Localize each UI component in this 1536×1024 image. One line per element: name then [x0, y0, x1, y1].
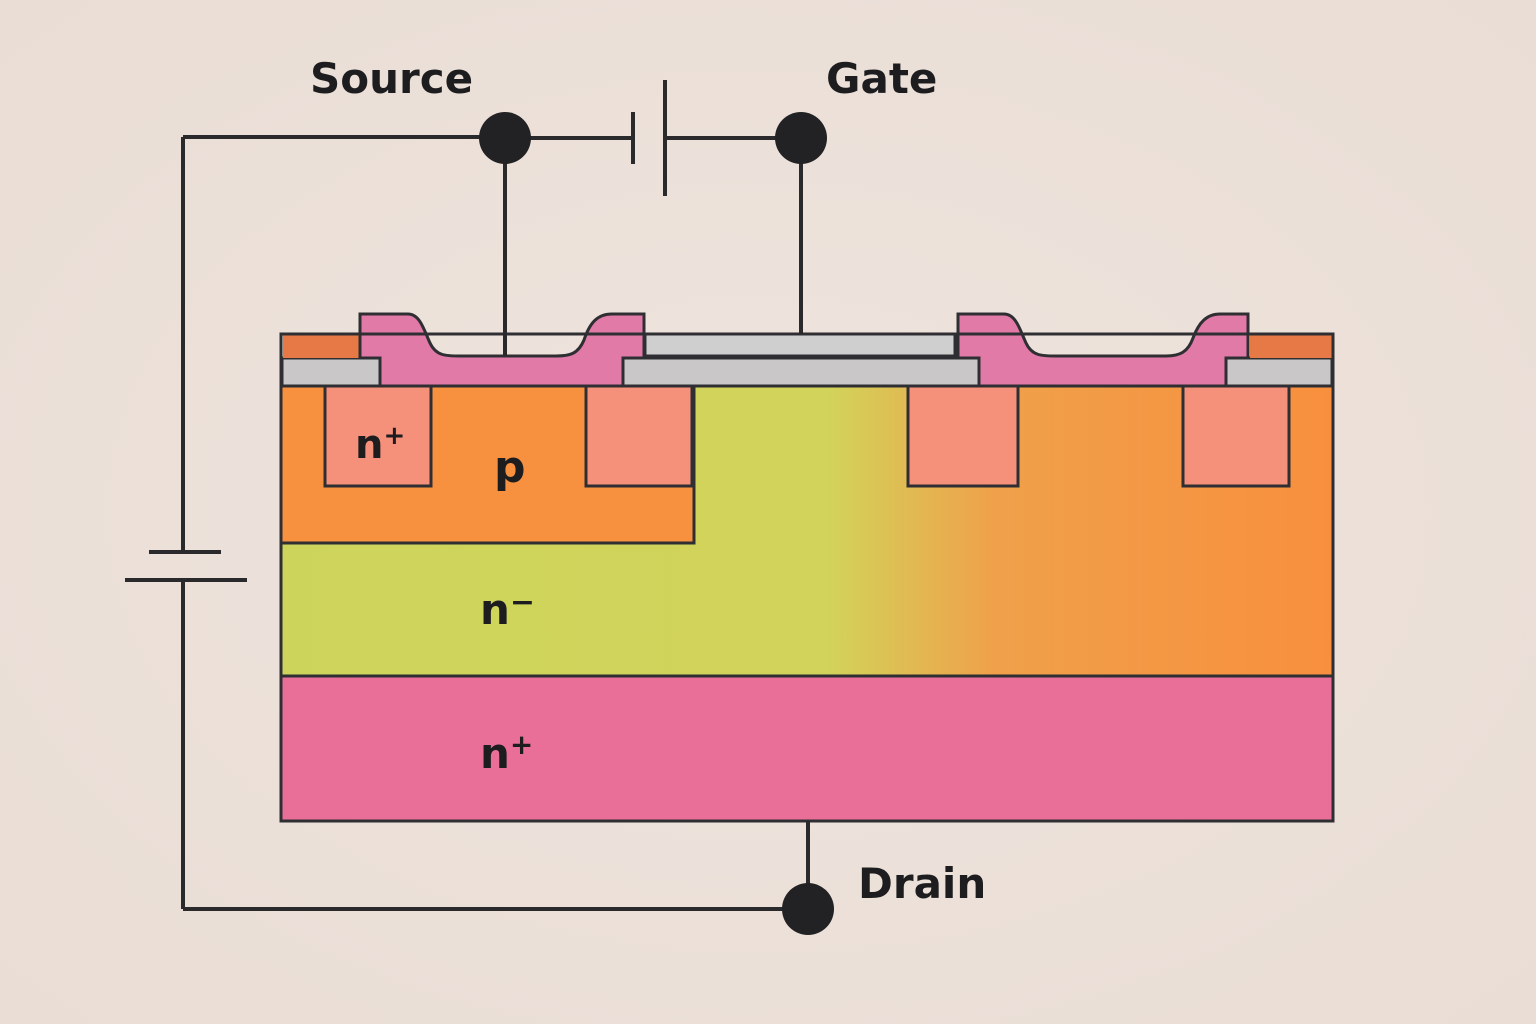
device-body — [279, 312, 1335, 823]
edge-cap-left — [283, 334, 359, 358]
n-plus-source-sup: + — [383, 421, 405, 451]
oxide-right — [1224, 356, 1334, 388]
n-minus-drift-sup: − — [510, 585, 535, 620]
gate-electrode — [643, 332, 957, 358]
drain-battery-symbol — [125, 550, 247, 582]
drain-label: Drain — [858, 859, 986, 908]
n-minus-drift-label: n− — [480, 585, 535, 634]
p-body-label: p — [494, 442, 526, 493]
oxide-center — [621, 356, 981, 388]
gate-terminal-node — [775, 112, 827, 164]
n-plus-well-4 — [1181, 384, 1291, 488]
n-plus-substrate-region — [281, 676, 1333, 821]
n-plus-well-2 — [584, 384, 694, 488]
region-labels: n+ p n− n+ — [355, 421, 535, 778]
circuit — [125, 80, 834, 935]
gate-label: Gate — [826, 54, 937, 103]
oxide-left — [280, 356, 382, 388]
p-body-boundary — [281, 386, 696, 545]
n-plus-substrate-sup: + — [510, 728, 533, 761]
drain-terminal-node — [782, 883, 834, 935]
gate-battery-symbol — [631, 80, 667, 196]
edge-cap-right — [1250, 334, 1332, 358]
source-terminal-node — [479, 112, 531, 164]
n-plus-substrate-label: n+ — [480, 728, 533, 778]
source-label: Source — [310, 54, 473, 103]
n-plus-source-label: n+ — [355, 421, 405, 468]
n-plus-well-3 — [906, 384, 1020, 488]
n-plus-well-1 — [323, 384, 433, 488]
terminal-labels: Source Gate Drain — [310, 54, 986, 908]
